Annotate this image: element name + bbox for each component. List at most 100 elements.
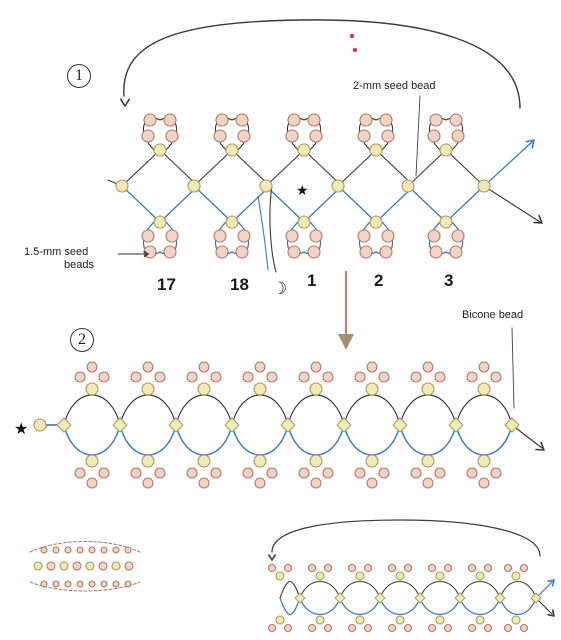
- step2-bottom-bead: [85, 454, 99, 468]
- step2-thread-dark: [39, 394, 513, 426]
- step2-picot-bead: [154, 371, 166, 383]
- step2-picot-bead: [198, 477, 210, 489]
- final-picot-bead: [387, 623, 397, 633]
- step2-bicone-bead: [224, 417, 240, 433]
- step2-bicone-bead: [336, 417, 352, 433]
- preview-small-bead: [124, 580, 132, 588]
- step2-picot-bead: [434, 467, 446, 479]
- step2-bicone-bead: [448, 417, 464, 433]
- preview-small-bead: [98, 561, 108, 571]
- final-picot-bead: [307, 623, 317, 633]
- step2-start-bead: [33, 418, 47, 432]
- step1-junction-bead-top: [297, 143, 311, 157]
- final-bicone-bead: [294, 592, 306, 604]
- final-bottom-bead: [475, 615, 485, 625]
- label-15mm-seed-line2: beads: [64, 259, 94, 271]
- final-bottom-bead: [275, 615, 285, 625]
- step2-picot-bead: [254, 477, 266, 489]
- step2-picot-bead: [378, 371, 390, 383]
- final-bicone-bead: [374, 592, 386, 604]
- accent-dot: [349, 33, 355, 39]
- step2-bottom-bead: [421, 454, 435, 468]
- step2-picot-bead: [98, 467, 110, 479]
- step2-picot-bead: [98, 371, 110, 383]
- leader-15mm-head: [143, 251, 149, 257]
- preview-small-bead: [33, 561, 43, 571]
- step1-picot-bead: [143, 113, 157, 127]
- step2-picot-bead: [322, 371, 334, 383]
- final-bottom-bead: [355, 615, 365, 625]
- final-picot-bead: [267, 563, 277, 573]
- step2-picot-bead: [298, 467, 310, 479]
- final-picot-bead: [467, 623, 477, 633]
- step1-picot-bead: [287, 113, 301, 127]
- final-bicone-bead: [454, 592, 466, 604]
- step1-picot-bead: [285, 129, 299, 143]
- step1-picot-bead: [449, 113, 463, 127]
- step1-picot-bead: [287, 245, 301, 259]
- preview-small-bead: [64, 546, 72, 554]
- step1-junction-bead-top: [369, 143, 383, 157]
- final-picot-bead: [427, 623, 437, 633]
- step1-tail-moon-a: [269, 185, 277, 273]
- label-bicone-bead: Bicone bead: [462, 309, 524, 321]
- final-bottom-bead: [511, 615, 521, 625]
- step2-picot-bead: [490, 467, 502, 479]
- step1-exit-thread-up: [483, 141, 533, 187]
- step2-picot-bead: [354, 371, 366, 383]
- step1-picot-bead: [163, 113, 177, 127]
- step1-mid-bead: [187, 179, 201, 193]
- final-bottom-bead: [395, 615, 405, 625]
- final-picot-bead: [323, 563, 333, 573]
- step2-exit-arrow: [535, 441, 545, 451]
- step2-bicone-bead: [56, 417, 72, 433]
- step1-junction-bead-top: [439, 143, 453, 157]
- final-top-bead: [475, 571, 485, 581]
- final-exit-arrow-down: [547, 609, 555, 617]
- step2-picot-bead: [130, 467, 142, 479]
- step1-tail-moon-b: [257, 195, 269, 271]
- preview-small-bead: [124, 546, 132, 554]
- step1-picot-bead: [451, 129, 465, 143]
- step2-picot-bead: [186, 371, 198, 383]
- final-picot-bead: [283, 563, 293, 573]
- step2-bottom-bead: [477, 454, 491, 468]
- final-picot-bead: [443, 563, 453, 573]
- unit-number-17: 17: [157, 275, 176, 294]
- final-thread-dark: [279, 580, 537, 599]
- final-picot-bead: [467, 563, 477, 573]
- step1-picot-bead: [449, 245, 463, 259]
- step2-picot-bead: [74, 371, 86, 383]
- step2-top-bead: [85, 382, 99, 396]
- unit-number-2: 2: [374, 271, 384, 290]
- step2-top-bead: [253, 382, 267, 396]
- final-bicone-bead: [414, 592, 426, 604]
- preview-small-bead: [40, 580, 48, 588]
- step2-bicone-bead: [280, 417, 296, 433]
- step1-picot-bead: [381, 229, 395, 243]
- leader-bicone: [511, 327, 515, 409]
- step2-picot-bead: [242, 467, 254, 479]
- preview-small-bead: [46, 561, 56, 571]
- step1-picot-bead: [307, 113, 321, 127]
- step2-picot-bead: [490, 371, 502, 383]
- step2-bicone-bead: [504, 417, 520, 433]
- step2-exit-thread: [511, 424, 543, 449]
- step2-picot-bead: [310, 361, 322, 373]
- step2-picot-bead: [366, 361, 378, 373]
- step2-picot-bead: [210, 371, 222, 383]
- step2-thread-blue: [39, 424, 513, 456]
- step2-picot-bead: [186, 467, 198, 479]
- final-picot-bead: [387, 563, 397, 573]
- step2-picot-bead: [210, 467, 222, 479]
- preview-small-bead: [72, 561, 82, 571]
- step-transition-head: [338, 334, 354, 350]
- step2-picot-bead: [378, 467, 390, 479]
- final-bicone-bead: [494, 592, 506, 604]
- final-picot-bead: [403, 623, 413, 633]
- step1-picot-bead: [237, 229, 251, 243]
- leader-2mm: [415, 95, 421, 177]
- step-1-marker: 1: [67, 64, 91, 88]
- final-picot-bead: [363, 563, 373, 573]
- final-picot-bead: [427, 563, 437, 573]
